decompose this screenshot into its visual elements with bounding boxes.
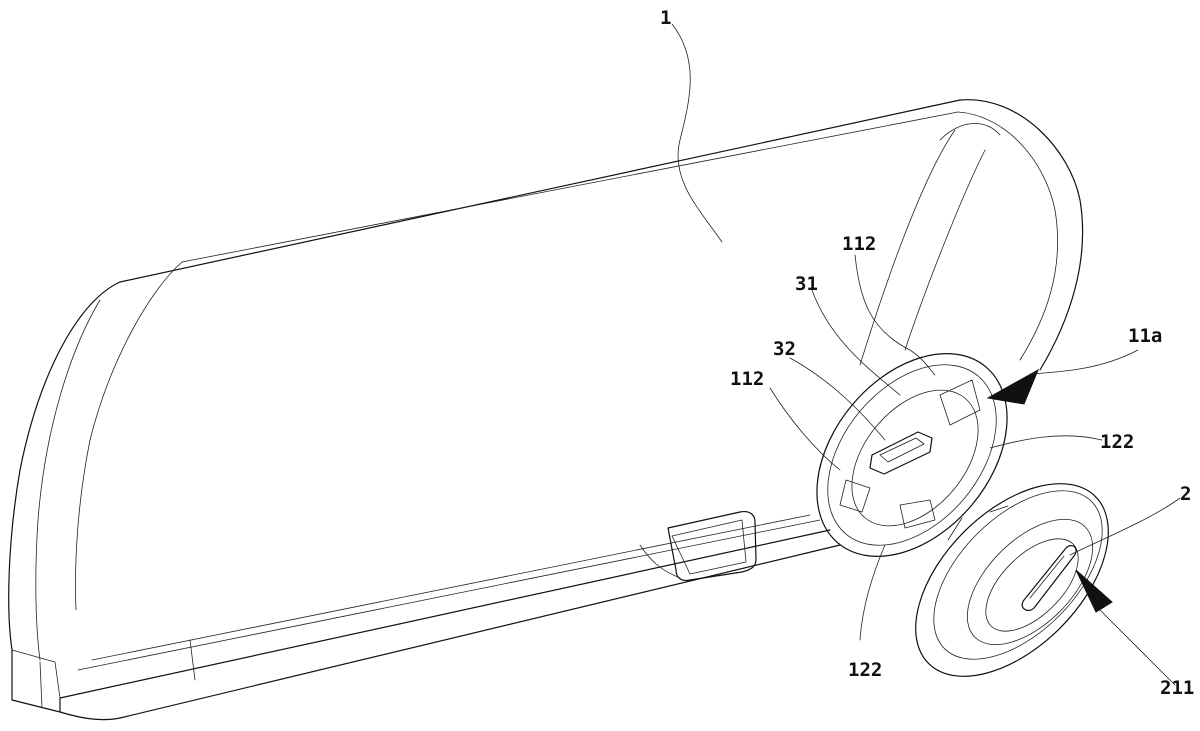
label-groove-right: 122 xyxy=(1100,431,1134,453)
label-opening: 11a xyxy=(1128,325,1162,347)
label-cap: 2 xyxy=(1180,483,1191,505)
label-groove-bottom: 122 xyxy=(848,659,882,681)
leader-lines xyxy=(671,23,1181,686)
label-cap-slot: 211 xyxy=(1160,677,1194,699)
slot-arrow xyxy=(1075,569,1113,613)
label-part-31: 31 xyxy=(795,273,818,295)
socket-assembly xyxy=(816,353,1008,557)
label-part-32: 32 xyxy=(773,338,796,360)
label-device: 1 xyxy=(660,7,671,29)
label-socket-left: 112 xyxy=(730,368,764,390)
device-body xyxy=(8,99,1084,721)
label-socket-upper: 112 xyxy=(842,233,876,255)
arrows xyxy=(986,368,1113,613)
opening-arrow xyxy=(986,368,1040,405)
labels: 1 2 211 112 112 31 32 11a 122 122 xyxy=(660,7,1194,699)
cap-part xyxy=(915,483,1109,677)
